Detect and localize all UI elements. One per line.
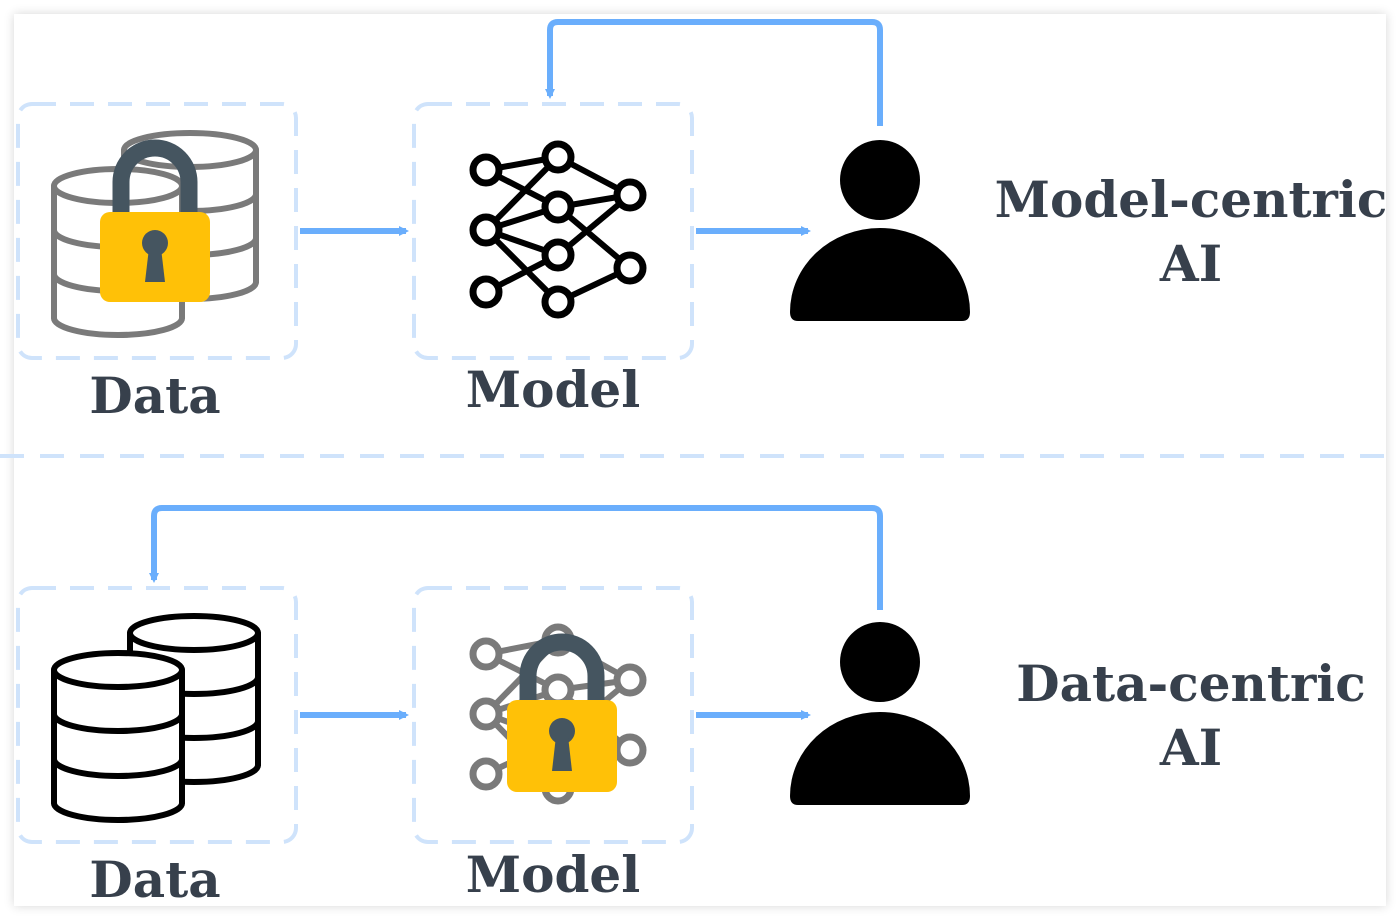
bottom-data-label: Data <box>89 850 221 909</box>
top-title-line2: AI <box>1159 234 1223 293</box>
bottom-title-line2: AI <box>1159 718 1223 777</box>
bottom-title-line1: Data-centric <box>1016 654 1366 713</box>
bottom-model-box <box>412 586 694 844</box>
top-data-box <box>16 102 298 360</box>
neural-network-icon <box>469 140 647 319</box>
top-title-line1: Model-centric <box>994 170 1388 229</box>
database-icon <box>51 613 261 823</box>
top-model-box <box>412 102 694 360</box>
bottom-row <box>16 505 970 844</box>
feedback-arrow-to-data <box>149 505 883 610</box>
bottom-model-label: Model <box>465 845 641 904</box>
top-row <box>16 19 970 360</box>
top-title: Model-centric AI <box>981 168 1400 296</box>
top-data-label: Data <box>89 366 221 425</box>
top-model-label: Model <box>465 360 641 419</box>
bottom-title: Data-centric AI <box>981 652 1400 780</box>
padlock-icon <box>507 633 617 792</box>
person-icon <box>790 140 970 321</box>
padlock-icon <box>100 139 210 302</box>
person-icon <box>790 622 970 805</box>
bottom-data-box <box>16 586 298 844</box>
feedback-arrow-to-model <box>545 19 883 126</box>
